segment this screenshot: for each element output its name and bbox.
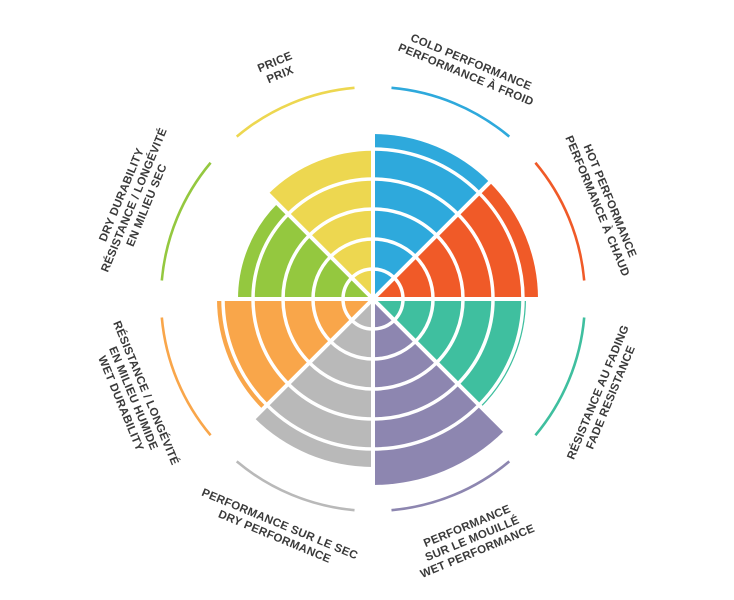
wedges-group xyxy=(217,134,538,485)
label-cold-performance: COLD PERFORMANCEPERFORMANCE À FROID xyxy=(396,29,540,108)
outer-arcs-group xyxy=(160,86,586,512)
grid-ring xyxy=(341,267,405,331)
label-dry-performance: PERFORMANCE SUR LE SECDRY PERFORMANCE xyxy=(195,487,360,575)
wedge-dry-performance xyxy=(254,299,373,467)
separator-spoke xyxy=(371,297,511,437)
outer-arc-wet-durability xyxy=(160,317,212,437)
outer-arc-hot-performance xyxy=(534,161,586,281)
outer-arc-fade-resistance xyxy=(534,317,586,437)
outer-arc-cold-performance xyxy=(391,86,511,138)
separators-group xyxy=(181,107,565,491)
outer-arc-price xyxy=(235,86,355,138)
outer-arc-dry-durability xyxy=(160,161,212,281)
separator-spoke xyxy=(235,297,375,437)
outer-arc-wet-performance xyxy=(391,460,511,512)
wedge-fade-resistance xyxy=(373,299,526,408)
label-wet-performance: PERFORMANCESUR LE MOUILLÉWET PERFORMANCE xyxy=(408,498,536,581)
separator-spoke xyxy=(371,161,511,301)
label-hot-performance: HOT PERFORMANCEPERFORMANCE À CHAUD xyxy=(562,129,643,278)
rings-group xyxy=(221,147,525,451)
separator-spoke xyxy=(235,161,375,301)
wheel-root: COLD PERFORMANCEPERFORMANCE À FROID HOT P… xyxy=(85,29,645,581)
wedge-dry-durability xyxy=(238,203,373,299)
grid-ring xyxy=(311,237,435,361)
grid-ring xyxy=(251,177,495,421)
wedge-wet-performance xyxy=(373,299,505,485)
label-dry-durability: DRY DURABILITYRÉSISTANCE / LONGÉVITÉEN M… xyxy=(87,121,182,279)
label-price: PRICEPRIX xyxy=(256,50,299,88)
grid-ring xyxy=(221,147,525,451)
label-fade-resistance: RÉSISTANCE AU FADINGFADE RESISTANCE xyxy=(565,323,645,466)
outer-arc-dry-performance xyxy=(235,460,355,512)
wedge-price xyxy=(266,149,373,299)
label-wet-durability: RÉSISTANCE / LONGÉVITÉEN MILIEU HUMIDEWE… xyxy=(85,319,181,477)
grid-ring xyxy=(281,207,465,391)
